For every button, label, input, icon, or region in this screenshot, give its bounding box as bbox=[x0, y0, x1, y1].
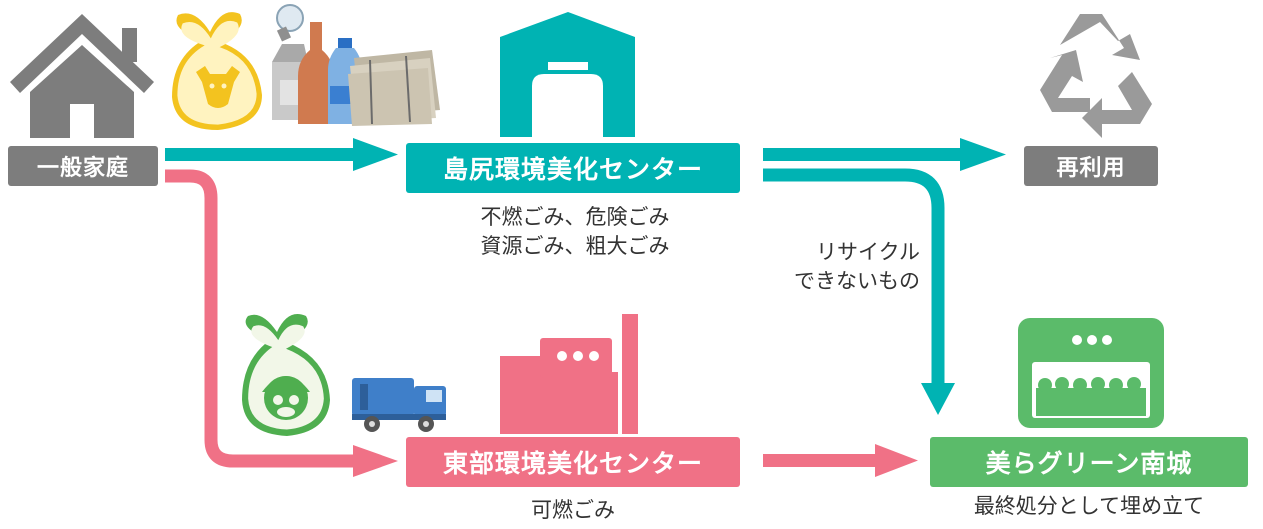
non-recyclable-line2: できないもの bbox=[794, 269, 920, 293]
house-icon bbox=[10, 14, 154, 138]
yellow-garbage-bag-icon bbox=[172, 12, 262, 131]
warehouse-icon bbox=[500, 12, 635, 137]
recycle-label: 再利用 bbox=[1024, 146, 1158, 186]
newspaper-bundle-icon bbox=[348, 50, 440, 126]
arrow-shimajiri-to-recycle bbox=[763, 138, 1006, 171]
non-recyclable-note: リサイクル できないもの bbox=[740, 238, 920, 296]
landfill-label: 美らグリーン南城 bbox=[930, 437, 1248, 487]
arrow-tobu-to-landfill bbox=[763, 444, 918, 477]
factory-icon bbox=[500, 314, 638, 434]
arrow-household-to-tobu bbox=[165, 169, 398, 477]
non-recyclable-line1: リサイクル bbox=[816, 240, 920, 264]
shimajiri-note-line1: 不燃ごみ、危険ごみ bbox=[480, 205, 670, 229]
arrow-household-to-shimajiri bbox=[165, 138, 398, 171]
lightbulb-icon bbox=[276, 4, 304, 42]
recycle-icon bbox=[1040, 14, 1152, 138]
household-label: 一般家庭 bbox=[8, 146, 158, 186]
landfill-icon bbox=[1018, 318, 1164, 428]
garbage-truck-icon bbox=[352, 378, 446, 432]
green-garbage-bag-icon bbox=[242, 314, 330, 436]
shimajiri-note-line2: 資源ごみ、粗大ごみ bbox=[480, 234, 670, 258]
shimajiri-center-label: 島尻環境美化センター bbox=[406, 143, 740, 193]
tobu-center-label: 東部環境美化センター bbox=[406, 437, 740, 487]
flow-arrows bbox=[165, 138, 1006, 477]
landfill-desc-note: 最終処分として埋め立て bbox=[973, 494, 1205, 518]
shimajiri-waste-types: 不燃ごみ、危険ごみ 資源ごみ、粗大ごみ bbox=[440, 203, 710, 261]
arrow-shimajiri-to-landfill bbox=[763, 168, 955, 415]
burnable-note: 可燃ごみ bbox=[531, 498, 615, 522]
